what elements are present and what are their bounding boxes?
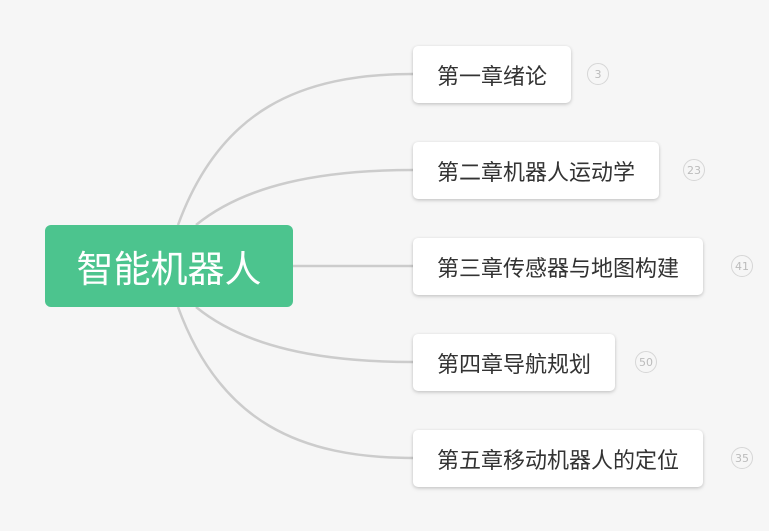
count-badge-chapter-4[interactable]: 50 — [635, 351, 657, 373]
count-badge-chapter-1[interactable]: 3 — [587, 63, 609, 85]
topic-chapter-1[interactable]: 第一章绪论 — [413, 46, 572, 103]
count-badge-chapter-3[interactable]: 41 — [731, 255, 753, 277]
count-badge-chapter-2[interactable]: 23 — [683, 159, 705, 181]
connector-line-4 — [195, 306, 414, 364]
root-topic[interactable]: 智能机器人 — [45, 225, 293, 307]
connector-line-5 — [176, 306, 414, 460]
connector-line-1 — [176, 72, 414, 226]
connector-line-2 — [195, 168, 414, 226]
topic-chapter-3[interactable]: 第三章传感器与地图构建 — [413, 238, 704, 295]
topic-chapter-5[interactable]: 第五章移动机器人的定位 — [413, 430, 704, 487]
topic-chapter-2[interactable]: 第二章机器人运动学 — [413, 142, 660, 199]
count-badge-chapter-5[interactable]: 35 — [731, 447, 753, 469]
topic-chapter-4[interactable]: 第四章导航规划 — [413, 334, 616, 391]
